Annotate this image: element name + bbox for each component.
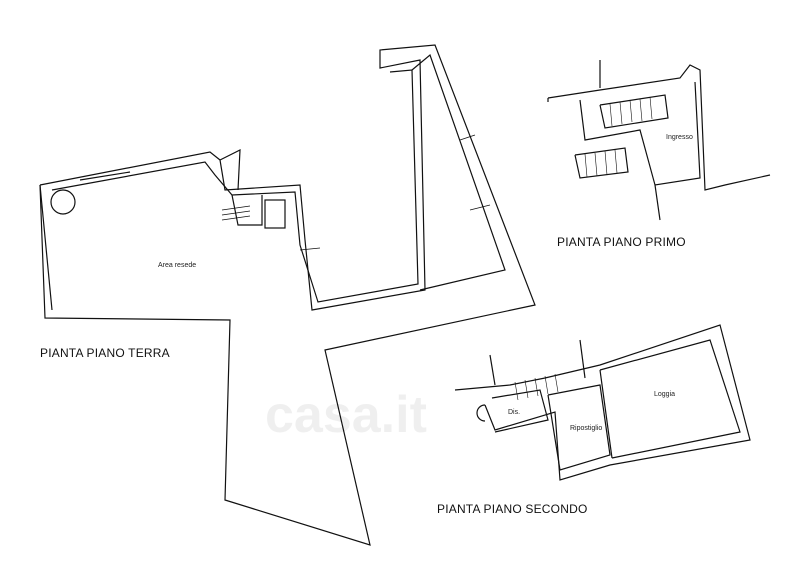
plan-title-second: PIANTA PIANO SECONDO <box>437 502 588 516</box>
room-label-area-resede: Area resede <box>158 262 197 269</box>
ground-floor-plan <box>39 44 536 546</box>
plan-title-first: PIANTA PIANO PRIMO <box>557 235 686 249</box>
watermark: casa.it <box>265 386 427 444</box>
second-floor-plan <box>454 324 751 481</box>
room-label-loggia: Loggia <box>654 391 676 398</box>
room-label-ingresso: Ingresso <box>666 134 693 141</box>
room-label-dis: Dis. <box>508 409 521 416</box>
room-label-ripostiglio: Ripostiglio <box>570 425 603 432</box>
plan-title-ground: PIANTA PIANO TERRA <box>40 346 170 360</box>
first-floor-plan <box>547 60 771 221</box>
